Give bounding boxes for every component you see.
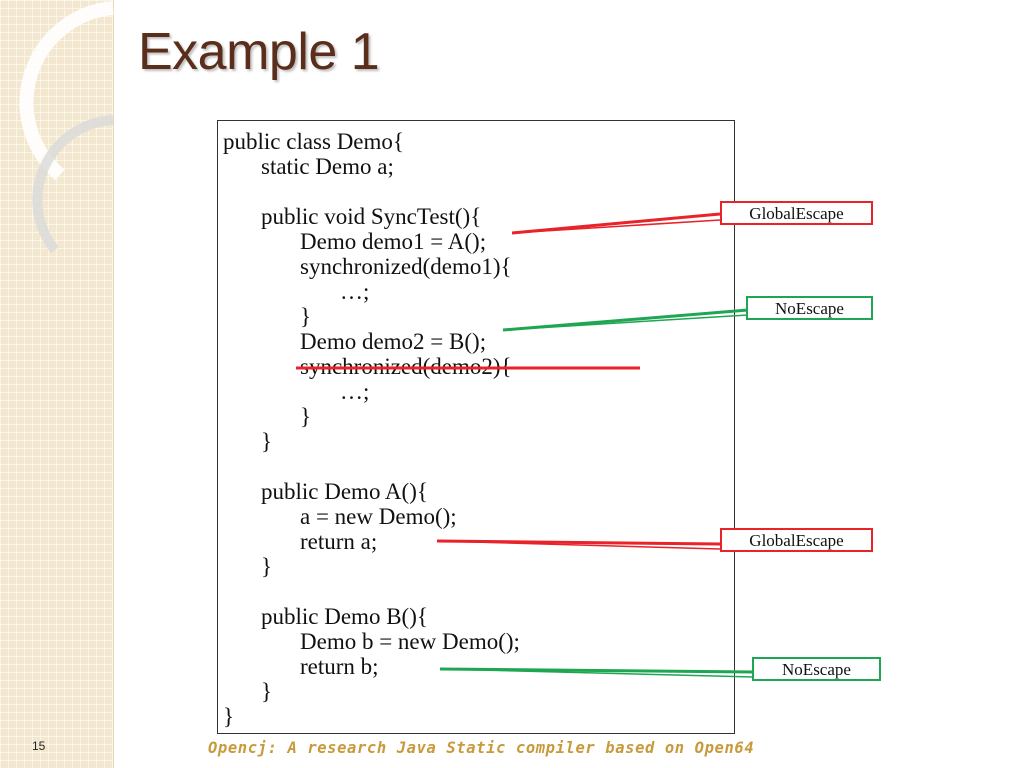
code-line: …;: [340, 279, 370, 304]
decorative-arcs: [19, 1, 114, 254]
code-line: …;: [340, 379, 370, 404]
code-line: }: [261, 554, 273, 579]
annotation-no-escape: NoEscape: [752, 657, 881, 681]
code-line-struck: synchronized(demo2){: [300, 354, 512, 379]
annotation-global-escape: GlobalEscape: [720, 528, 873, 552]
page-number: 15: [32, 739, 46, 753]
code-line: Demo b = new Demo();: [300, 629, 520, 654]
code-listing: public class Demo{ static Demo a; public…: [217, 120, 735, 734]
code-line: Demo demo2 = B();: [300, 329, 487, 354]
code-line: a = new Demo();: [300, 504, 457, 529]
code-line: }: [261, 429, 273, 454]
code-line: public class Demo{: [223, 129, 404, 154]
code-line: synchronized(demo1){: [300, 254, 512, 279]
annotation-global-escape: GlobalEscape: [720, 201, 873, 225]
code-line: Demo demo1 = A();: [300, 229, 487, 254]
code-line: return b;: [300, 654, 379, 679]
code-line: }: [261, 679, 273, 704]
code-line: }: [300, 304, 312, 329]
code-line: return a;: [300, 529, 378, 554]
code-line: }: [223, 704, 235, 729]
slide-footer: Opencj: A research Java Static compiler …: [208, 739, 755, 757]
code-line: public Demo B(){: [261, 604, 428, 629]
code-line: static Demo a;: [261, 154, 394, 179]
code-line: public void SyncTest(){: [261, 204, 482, 229]
code-line: }: [300, 404, 312, 429]
slide-title: Example 1: [138, 23, 380, 81]
annotation-no-escape: NoEscape: [746, 296, 873, 320]
code-line: public Demo A(){: [261, 479, 428, 504]
